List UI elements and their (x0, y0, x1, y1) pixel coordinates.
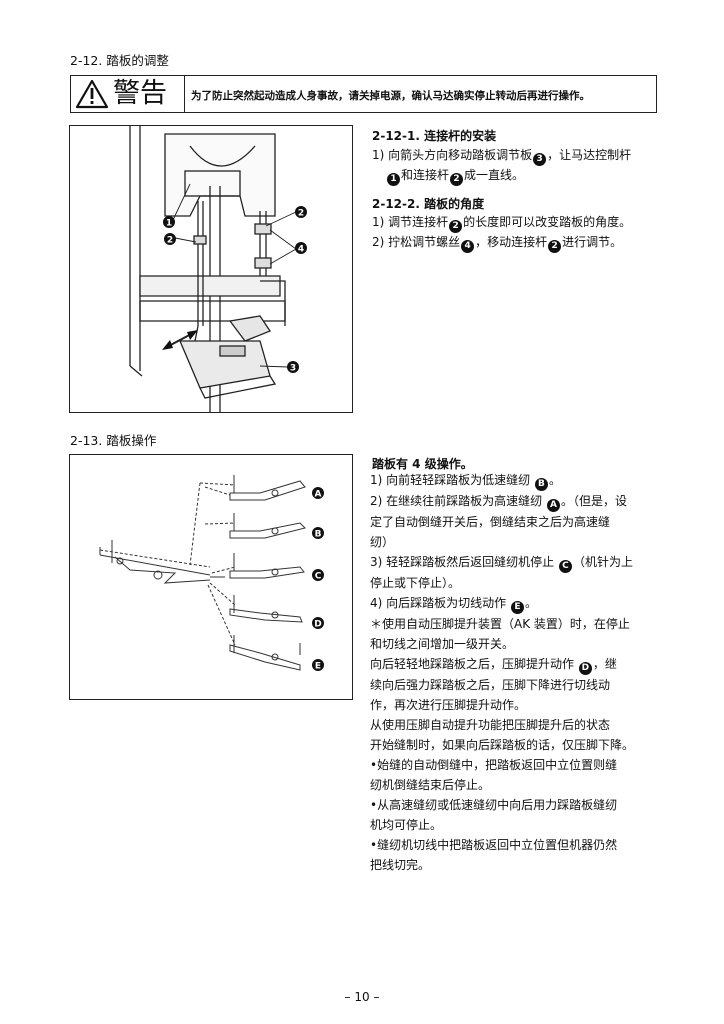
callout-B: B (315, 530, 322, 540)
list-item: 从使用压脚自动提升功能把压脚提升后的状态 (370, 718, 611, 732)
list-item: 续向后强力踩踏板之后，压脚下降进行切线动 (370, 678, 611, 692)
list-item: •从高速缝纫或低速缝纫中向后用力踩踏板缝纫 (370, 798, 618, 812)
list-item: 开始缝制时，如果向后踩踏板的话，仅压脚下降。 (370, 738, 635, 752)
mark-E: E (510, 601, 524, 614)
list-item: •缝纫机切线中把踏板返回中立位置但机器仍然 (370, 838, 618, 852)
figure2-callouts: A B C D E (312, 487, 324, 672)
pedal-adjustment-illustration: 1 2 2 4 3 (129, 126, 307, 426)
page-number: – 10 – (344, 990, 380, 1004)
pedal-operation-illustration: A B C D E (99, 475, 324, 672)
mark-A: A (546, 499, 560, 512)
figure-pedal-adjustment: 1 2 2 4 3 (69, 125, 353, 426)
list-item: 1) 向前轻轻踩踏板为低速缝纫 B。 (370, 473, 561, 491)
callout-2-left: 2 (167, 236, 173, 246)
list-item: 机均可停止。 (370, 818, 443, 832)
warning-text: 为了防止突然起动造成人身事故，请关掉电源，确认马达确实停止转动后再进行操作。 (191, 90, 590, 102)
list-item: 停止或下停止）。 (370, 576, 461, 590)
list-item: 2) 在继续往前踩踏板为高速缝纫 A。（但是，设 (370, 494, 627, 512)
mark-4: 4 (461, 240, 475, 253)
figure-pedal-operation: A B C D E (69, 454, 353, 700)
mark-2: 2 (548, 240, 562, 253)
warning-label: 警告 (113, 78, 167, 109)
callout-1: 1 (166, 219, 172, 229)
callout-4: 4 (298, 245, 304, 255)
list-item: 作，再次进行压脚提升动作。 (370, 698, 527, 712)
warning-label-cell: 警告 (71, 76, 185, 112)
pedal-operation-list: 1) 向前轻轻踩踏板为低速缝纫 B。 2) 在继续往前踩踏板为高速缝纫 A。（但是… (370, 470, 670, 875)
list-item: 定了自动倒缝开关后，倒缝结束之后为高速缝 (370, 515, 611, 529)
list-item: 和切线之间增加一级开关。 (370, 637, 515, 651)
subsection-title-2-12-1: 2-12-1. 连接杆的安装 (372, 129, 497, 143)
pedal-levels-intro: 踏板有 4 级操作。 (372, 457, 473, 471)
list-item: 4) 向后踩踏板为切线动作 E。 (370, 596, 537, 614)
mark-B: B (534, 478, 548, 491)
list-item: 向后轻轻地踩踏板之后，压脚提升动作 D，继 (370, 657, 617, 675)
callout-E: E (315, 662, 321, 672)
mark-D: D (578, 662, 592, 675)
callout-C: C (315, 572, 322, 582)
figure1-callouts: 1 2 2 4 3 (163, 206, 307, 374)
list-item: 3) 轻轻踩踏板然后返回缝纫机停止 C（机针为上 (370, 555, 633, 573)
callout-3: 3 (290, 364, 296, 374)
warning-box: 警告 为了防止突然起动造成人身事故，请关掉电源，确认马达确实停止转动后再进行操作… (70, 75, 657, 113)
section-title-2-12: 2-12. 踏板的调整 (70, 53, 169, 68)
list-item: 纫） (370, 535, 395, 549)
section-title-2-13: 2-13. 踏板操作 (70, 433, 157, 448)
mark-2: 2 (450, 173, 464, 186)
list-item: •始缝的自动倒缝中，把踏板返回中立位置则缝 (370, 758, 618, 772)
mark-3: 3 (533, 153, 547, 166)
subsection-title-2-12-2: 2-12-2. 踏板的角度 (372, 197, 485, 211)
callout-2-right: 2 (298, 209, 304, 219)
list-item: 纫机倒缝结束后停止。 (370, 778, 491, 792)
warning-triangle-icon (75, 79, 109, 109)
list-item: 把线切完。 (370, 858, 431, 872)
mark-C: C (558, 560, 572, 573)
callout-D: D (314, 620, 321, 630)
callout-A: A (315, 490, 322, 500)
list-item: ＊使用自动压脚提升装置（AK 装置）时，在停止 (370, 617, 630, 631)
mark-1: 1 (387, 173, 400, 186)
mark-2: 2 (449, 220, 463, 233)
